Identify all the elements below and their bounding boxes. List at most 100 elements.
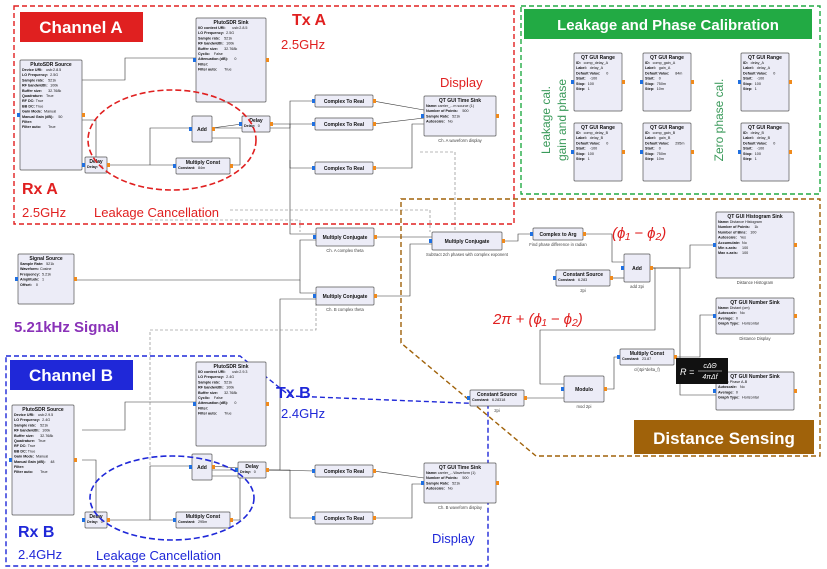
block-title: Complex To Real	[324, 166, 365, 172]
block-param-key: Number of Bins:	[718, 230, 747, 234]
signal-wire	[212, 475, 241, 521]
signal-wire	[299, 280, 316, 294]
block-param-value: delay_A	[751, 61, 765, 65]
block-param-value: Horizontal	[742, 396, 759, 400]
signal-wire	[650, 244, 716, 269]
input-port	[189, 465, 192, 469]
signal-wire	[373, 123, 424, 169]
block-param-key: Waveform:	[20, 267, 39, 271]
signal-wire	[539, 267, 656, 385]
block-caption: mod 2pi	[577, 404, 592, 409]
block-param-value: 0	[659, 77, 661, 81]
block-param-value: 0	[234, 57, 236, 61]
block-param-key: Delay:	[244, 124, 255, 128]
block-param-value: 0	[254, 470, 256, 474]
block-title: PlutoSDR Source	[30, 62, 72, 68]
block-param-key: Step:	[576, 157, 585, 161]
block-title: Add	[632, 266, 642, 272]
input-port	[621, 266, 624, 270]
input-port	[82, 518, 85, 522]
output-port	[373, 99, 376, 103]
block-caption: Find phase difference in radian	[529, 242, 587, 247]
output-port	[524, 396, 527, 400]
channel-b-title-bg	[10, 360, 133, 390]
block-title: Complex To Real	[324, 516, 365, 522]
rx-b-freq: 2.4GHz	[18, 547, 62, 562]
block-title: QT GUI Time Sink	[439, 98, 481, 104]
block-qr2: QT GUI RangeID:comp_gain_ALabel:gain_ADe…	[640, 52, 694, 112]
block-param-value: 50	[58, 115, 62, 119]
block-param-value: 0	[773, 71, 775, 75]
block-caption: Ch. A complex theta	[326, 248, 364, 253]
tx-a-freq: 2.5GHz	[281, 37, 325, 52]
block-param-value: 100	[755, 152, 761, 156]
input-port	[312, 469, 315, 473]
block-param-value: 100k	[42, 429, 50, 433]
block-param-value: Manual	[44, 110, 56, 114]
signal-wire	[289, 124, 315, 169]
block-param-value: 750m	[657, 152, 666, 156]
block-param-value: usb:2.9.5	[38, 413, 53, 417]
output-port	[650, 266, 653, 270]
block-param-key: Default Value:	[743, 71, 767, 75]
output-port	[622, 80, 625, 84]
leak-b-label: Leakage Cancellation	[96, 548, 221, 563]
display-b-label: Display	[432, 531, 475, 546]
block-param-value: comp_delay_A	[584, 61, 609, 65]
block-title: Delay	[249, 118, 263, 124]
output-port	[373, 122, 376, 126]
block-param-key: Stop:	[645, 152, 654, 156]
block-param-key: Label:	[576, 136, 587, 140]
display-a-label: Display	[440, 75, 483, 90]
block-title: PlutoSDR Source	[22, 407, 64, 413]
block-param-value: -100	[757, 147, 764, 151]
block-param-key: Autoscale:	[718, 385, 737, 389]
block-param-key: RF bandwidth:	[14, 429, 40, 433]
block-param-value: 2.5G	[50, 73, 58, 77]
block-param-key: Gain Mode:	[22, 110, 42, 114]
block-caption: 2pi	[494, 408, 500, 413]
block-param-key: Sample rate:	[198, 36, 220, 40]
block-param-key: Filter:	[198, 62, 208, 66]
block-param-key: Constant:	[178, 166, 195, 170]
block-param-key: Gain Mode:	[14, 455, 34, 459]
block-param-key: Default Value:	[576, 141, 600, 145]
tx-b-freq: 2.4GHz	[281, 406, 325, 421]
output-port	[794, 314, 797, 318]
input-port	[640, 150, 643, 154]
calibration-title: Leakage and Phase Calibration	[557, 17, 779, 34]
output-port	[691, 80, 694, 84]
block-param-value: True	[36, 99, 43, 103]
block-title: Multiply Conjugate	[323, 235, 368, 241]
block-param-value: -100	[757, 77, 764, 81]
block-param-key: Stop:	[576, 152, 585, 156]
block-param-key: ID:	[743, 131, 748, 135]
block-c2r-b2: Complex To Real	[312, 511, 376, 525]
block-param-value: Cosine	[40, 267, 51, 271]
block-param-value: 521k	[452, 114, 460, 118]
block-param-key: Attenuation (dB):	[198, 401, 228, 405]
block-param-value: No	[740, 385, 745, 389]
block-param-key: Autoscale:	[718, 311, 737, 315]
block-param-key: Delay:	[87, 165, 98, 169]
block-param-value: comp_delay_B	[584, 131, 609, 135]
signal-wire	[211, 123, 243, 129]
output-port	[374, 235, 377, 239]
block-param-value: comp_gain_B	[653, 131, 676, 135]
signal-wire	[604, 356, 620, 390]
block-title: PlutoSDR Sink	[213, 20, 248, 26]
input-port	[467, 396, 470, 400]
block-c2r-b1: Complex To Real	[312, 464, 376, 478]
block-param-key: Constant:	[178, 520, 195, 524]
block-param-value: True	[224, 68, 231, 72]
block-param-value: 10m	[657, 87, 664, 91]
block-tsink-b: QT GUI Time SinkName:carrier_...Waveform…	[421, 462, 499, 510]
block-param-key: Label:	[645, 136, 656, 140]
block-title: QT GUI Range	[581, 125, 615, 131]
block-caption: add 2pi	[630, 284, 644, 289]
signal-wire	[149, 465, 192, 520]
block-title: Multiply Const	[186, 514, 221, 520]
block-title: Complex To Real	[324, 122, 365, 128]
